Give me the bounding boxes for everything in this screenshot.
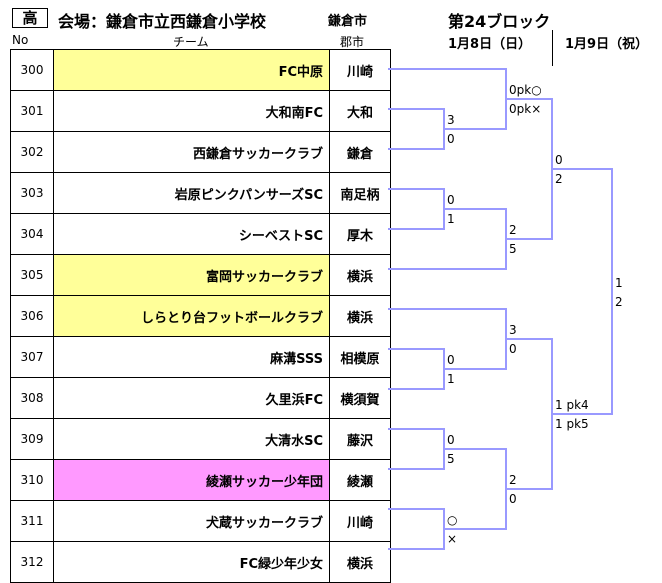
score-winner-305-bottom: 5 bbox=[509, 242, 517, 256]
team-area: 鎌倉 bbox=[329, 131, 391, 173]
team-area: 大和 bbox=[329, 90, 391, 132]
team-name: しらとり台フットボールクラブ bbox=[53, 295, 330, 337]
team-number: 304 bbox=[10, 213, 54, 255]
column-header-area: 郡市 bbox=[340, 35, 365, 49]
team-number: 308 bbox=[10, 377, 54, 419]
level-badge: 高 bbox=[12, 8, 48, 28]
bracket-303-304 bbox=[388, 188, 445, 230]
score-301-302-bottom: 0 bbox=[447, 132, 455, 146]
score-semi-bottom-bottom: 1 pk5 bbox=[555, 417, 589, 431]
score-307-308-top: 0 bbox=[447, 353, 455, 367]
host-city: 鎌倉市 bbox=[328, 14, 368, 29]
score-303-304-top: 0 bbox=[447, 193, 455, 207]
score-309-310-top: 0 bbox=[447, 433, 455, 447]
date-divider bbox=[552, 30, 553, 66]
column-header-team: チーム bbox=[173, 35, 209, 49]
score-semi-top-bottom: 2 bbox=[555, 172, 563, 186]
score-300-winner-bottom: 0pk× bbox=[509, 102, 542, 116]
team-name: シーベストSC bbox=[53, 213, 330, 255]
team-area: 相模原 bbox=[329, 336, 391, 378]
bracket-final bbox=[552, 168, 613, 415]
team-number: 310 bbox=[10, 459, 54, 501]
score-307-308-bottom: 1 bbox=[447, 372, 455, 386]
score-winner-winner-top: 2 bbox=[509, 473, 517, 487]
team-area: 南足柄 bbox=[329, 172, 391, 214]
bracket-309-310 bbox=[388, 428, 445, 470]
round2-date: 1月9日（祝） bbox=[565, 37, 649, 52]
block-title: 第24ブロック bbox=[448, 12, 551, 31]
round1-date: 1月8日（日） bbox=[448, 37, 532, 52]
score-300-winner-top: 0pk○ bbox=[509, 83, 542, 97]
score-303-304-bottom: 1 bbox=[447, 212, 455, 226]
score-301-302-top: 3 bbox=[447, 113, 455, 127]
score-306-winner-bottom: 0 bbox=[509, 342, 517, 356]
score-306-winner-top: 3 bbox=[509, 323, 517, 337]
bracket-semi-top bbox=[506, 98, 553, 240]
team-number: 302 bbox=[10, 131, 54, 173]
bracket-semi-bottom bbox=[506, 338, 553, 490]
team-number: 303 bbox=[10, 172, 54, 214]
team-name: 富岡サッカークラブ bbox=[53, 254, 330, 296]
team-area: 綾瀬 bbox=[329, 459, 391, 501]
score-semi-bottom-top: 1 pk4 bbox=[555, 398, 589, 412]
bracket-311-312 bbox=[388, 508, 445, 550]
venue-title: 会場：鎌倉市立西鎌倉小学校 bbox=[58, 12, 267, 31]
score-winner-305-top: 2 bbox=[509, 223, 517, 237]
team-number: 300 bbox=[10, 49, 54, 91]
score-311-312-top: ○ bbox=[447, 513, 458, 527]
score-winner-winner-bottom: 0 bbox=[509, 492, 517, 506]
team-name: 犬蔵サッカークラブ bbox=[53, 500, 330, 542]
team-name: 西鎌倉サッカークラブ bbox=[53, 131, 330, 173]
bracket-307-308 bbox=[388, 348, 445, 390]
team-area: 藤沢 bbox=[329, 418, 391, 460]
team-area: 厚木 bbox=[329, 213, 391, 255]
bracket-301-302 bbox=[388, 108, 445, 150]
team-number: 307 bbox=[10, 336, 54, 378]
team-area: 横須賀 bbox=[329, 377, 391, 419]
team-number: 301 bbox=[10, 90, 54, 132]
score-final-bottom: 2 bbox=[615, 294, 623, 309]
score-309-310-bottom: 5 bbox=[447, 452, 455, 466]
score-311-312-bottom: × bbox=[447, 532, 458, 546]
team-name: FC中原 bbox=[53, 49, 330, 91]
team-name: 岩原ピンクパンサーズSC bbox=[53, 172, 330, 214]
column-header-no: No bbox=[12, 33, 29, 47]
score-semi-top-top: 0 bbox=[555, 153, 563, 167]
score-final-top: 1 bbox=[615, 275, 623, 290]
team-name: 麻溝SSS bbox=[53, 336, 330, 378]
